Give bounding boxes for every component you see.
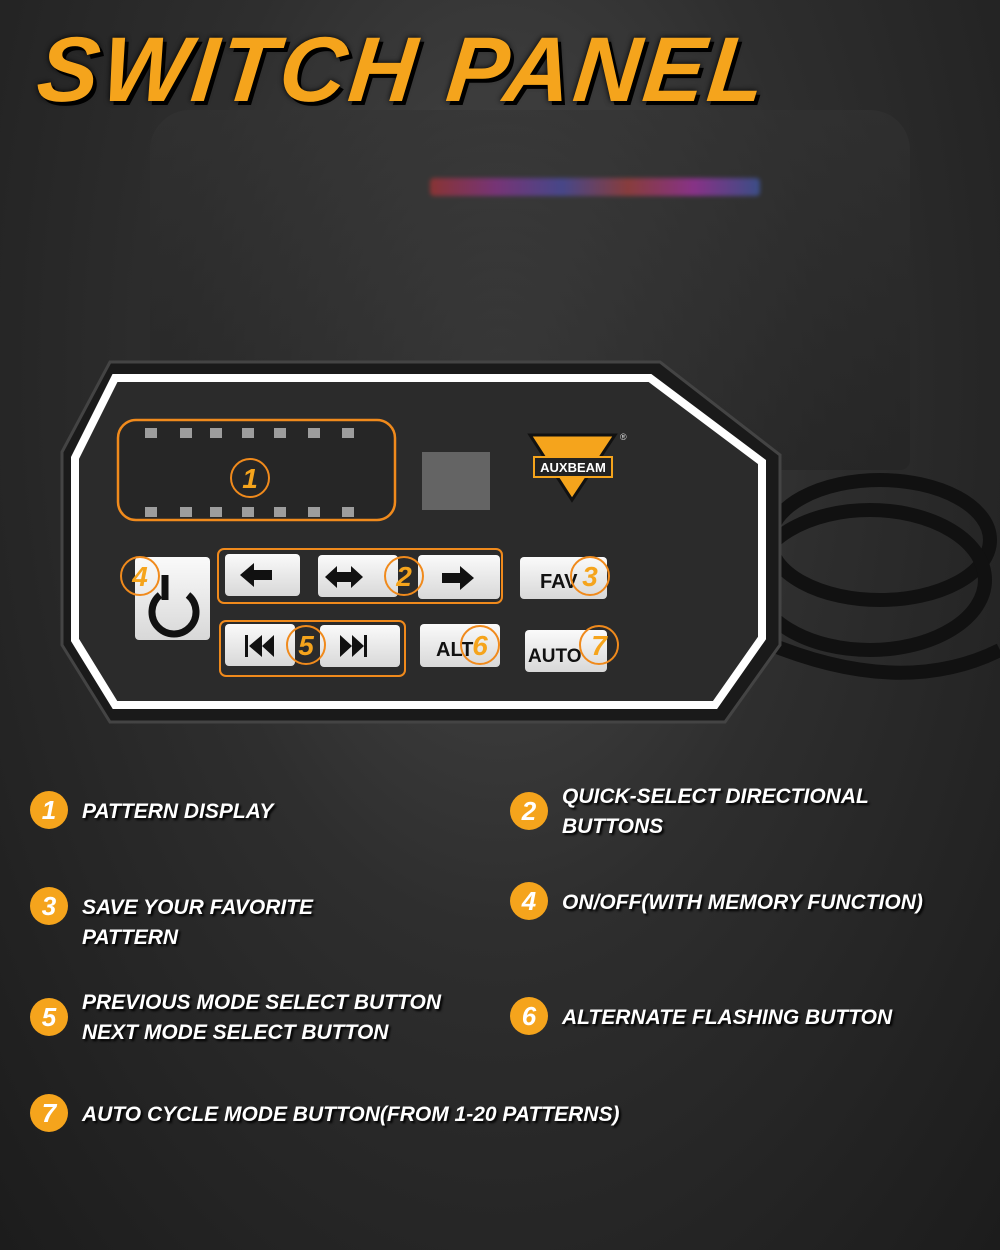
svg-text:AUXBEAM: AUXBEAM [540,460,606,475]
legend-item-7: 7 AUTO CYCLE MODE BUTTON(FROM 1-20 PATTER… [30,1094,620,1132]
svg-text:3: 3 [582,561,598,592]
direction-group-outline [217,548,503,604]
both-arrows-button[interactable] [318,555,398,597]
background-lightbar [430,178,760,196]
callout-1: 1 [230,458,270,498]
power-icon [148,592,200,638]
next-icon [340,635,367,657]
legend-text: QUICK-SELECT DIRECTIONAL BUTTONS [562,785,869,838]
legend-item-3: 3 SAVE YOUR FAVORITE PATTERN [30,887,314,953]
legend-text: PATTERN DISPLAY [82,800,274,823]
legend-text: SAVE YOUR FAVORITE PATTERN [82,896,314,949]
svg-text:2: 2 [395,561,412,592]
left-arrow-button[interactable] [225,554,300,596]
legend-item-6: 6 ALTERNATE FLASHING BUTTON [510,997,893,1035]
previous-mode-button[interactable] [225,624,295,666]
power-button[interactable] [135,557,210,640]
cable [748,473,1000,680]
auto-button[interactable]: AUTO [525,630,607,672]
svg-text:7: 7 [591,630,608,661]
legend-item-5: 5 PREVIOUS MODE SELECT BUTTON NEXT MODE S… [30,988,441,1048]
legend-number: 4 [510,882,548,920]
callout-2: 2 [384,556,424,596]
pattern-display [116,418,397,522]
legend-text: AUTO CYCLE MODE BUTTON(FROM 1-20 PATTERN… [82,1103,620,1126]
svg-text:1: 1 [242,463,258,494]
legend-number: 1 [30,791,68,829]
legend-text: ON/OFF(WITH MEMORY FUNCTION) [562,891,923,914]
callout-5: 5 [286,625,326,665]
arrow-left-right-icon [325,566,363,588]
legend-number: 2 [510,792,548,830]
svg-text:6: 6 [472,630,488,661]
svg-text:4: 4 [131,561,148,592]
callout-3: 3 [570,556,610,596]
legend-number: 5 [30,998,68,1036]
legend-item-4: 4 ON/OFF(WITH MEMORY FUNCTION) [510,882,923,920]
auxbeam-logo: AUXBEAM ® [527,432,627,503]
right-arrow-button[interactable] [418,555,500,599]
alt-button[interactable]: ALT [420,624,500,667]
fav-button[interactable]: FAV [520,557,607,599]
svg-text:AUTO: AUTO [528,646,581,667]
legend-item-2: 2 QUICK-SELECT DIRECTIONAL BUTTONS [510,782,869,842]
callout-4: 4 [120,556,160,596]
legend-number: 3 [30,887,68,925]
arrow-left-icon [240,563,272,587]
legend-item-1: 1 PATTERN DISPLAY [30,791,274,829]
svg-text:®: ® [620,432,627,442]
callout-7: 7 [579,625,619,665]
legend-text: ALTERNATE FLASHING BUTTON [562,1006,893,1029]
legend-text: PREVIOUS MODE SELECT BUTTON NEXT MODE SE… [82,991,441,1044]
digit-display [422,452,490,510]
svg-text:FAV: FAV [540,571,578,593]
arrow-right-icon [442,566,474,590]
legend-number: 7 [30,1094,68,1132]
callout-6: 6 [460,625,500,665]
legend-number: 6 [510,997,548,1035]
svg-text:ALT: ALT [436,639,473,661]
prev-next-group-outline [219,620,406,677]
previous-icon [245,635,274,657]
next-mode-button[interactable] [320,625,400,667]
svg-text:5: 5 [298,630,314,661]
